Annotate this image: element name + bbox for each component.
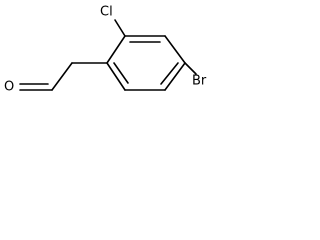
chemical-structure: Cl Br O xyxy=(4,5,207,95)
oxygen-label: O xyxy=(4,80,14,95)
ring-bond-c1-c2 xyxy=(106,35,126,64)
ring-double-bond-inner-right xyxy=(160,62,179,85)
ring-double-bond-inner-left xyxy=(113,62,129,84)
bond-to-bromine xyxy=(184,62,197,75)
ring-bond-c3-c4 xyxy=(164,35,186,64)
bromine-label: Br xyxy=(192,74,207,89)
ring-bond-c4-c5 xyxy=(164,62,186,91)
bond-to-chlorine xyxy=(114,19,126,37)
ring-bond-c6-c1 xyxy=(106,62,126,91)
chlorine-label: Cl xyxy=(100,5,113,20)
bond-ch2-to-cho xyxy=(51,62,73,91)
